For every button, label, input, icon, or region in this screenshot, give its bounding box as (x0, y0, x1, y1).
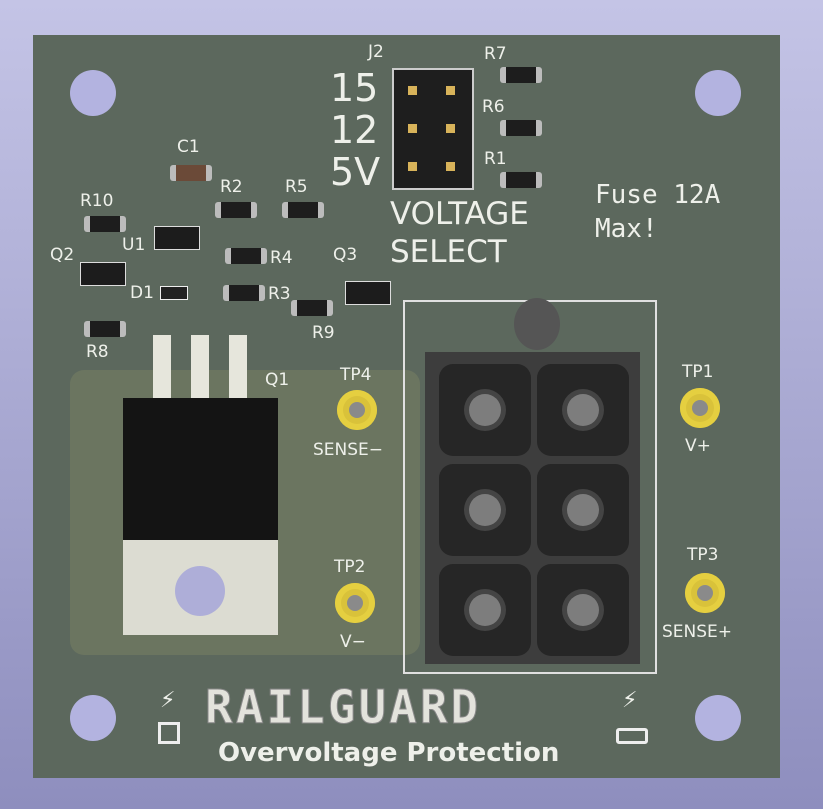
transistor-q2 (80, 262, 126, 286)
q1-lead (191, 335, 209, 410)
label-v-plus: V+ (685, 436, 711, 456)
label-sense-minus: SENSE− (313, 440, 384, 460)
mounting-hole (70, 695, 116, 741)
ref-tp1: TP1 (682, 362, 714, 382)
diode-d1 (160, 286, 188, 300)
test-point-tp2[interactable] (335, 583, 375, 623)
mounting-hole (695, 695, 741, 741)
chip-icon (158, 722, 180, 744)
ref-c1: C1 (177, 137, 200, 157)
ref-tp2: TP2 (334, 557, 366, 577)
ref-u1: U1 (122, 235, 146, 255)
label-v-minus: V− (340, 632, 366, 652)
resistor-r6 (500, 120, 542, 136)
ref-q3: Q3 (333, 245, 358, 265)
ref-q1: Q1 (265, 370, 290, 390)
test-point-tp1[interactable] (680, 388, 720, 428)
ref-d1: D1 (130, 283, 154, 303)
resistor-r2 (215, 202, 257, 218)
ref-r3: R3 (268, 284, 291, 304)
q1-lead (229, 335, 247, 410)
ref-r4: R4 (270, 248, 293, 268)
resistor-r9 (291, 300, 333, 316)
resistor-r10 (84, 216, 126, 232)
ic-u1 (154, 226, 200, 250)
test-point-tp4[interactable] (337, 390, 377, 430)
railguard-logo: RAILGUARD (204, 680, 482, 735)
jumper-label-15: 15 (330, 66, 379, 110)
fuse-note-line2: Max! (595, 214, 658, 244)
mounting-hole (695, 70, 741, 116)
logo-subtitle: Overvoltage Protection (218, 738, 560, 768)
joystick-icon (616, 728, 648, 744)
mosfet-q1-body (123, 398, 278, 540)
ref-r10: R10 (80, 191, 114, 211)
resistor-r5 (282, 202, 324, 218)
resistor-r7 (500, 67, 542, 83)
select-label: SELECT (390, 234, 507, 270)
ref-tp4: TP4 (340, 365, 372, 385)
ref-r5: R5 (285, 177, 308, 197)
fuse-note-line1: Fuse 12A (595, 180, 721, 210)
mosfet-q1-tab (123, 540, 278, 635)
lightning-icon: ⚡ (160, 688, 176, 713)
resistor-r1 (500, 172, 542, 188)
connector-latch (514, 298, 560, 350)
ref-r7: R7 (484, 44, 507, 64)
voltage-label: VOLTAGE (390, 196, 529, 232)
q1-lead (153, 335, 171, 410)
ref-j2: J2 (368, 42, 384, 62)
jumper-label-5v: 5V (330, 150, 381, 194)
ref-r8: R8 (86, 342, 109, 362)
transistor-q3 (345, 281, 391, 305)
ref-tp3: TP3 (687, 545, 719, 565)
test-point-tp3[interactable] (685, 573, 725, 613)
lightning-icon: ⚡ (622, 688, 638, 713)
ref-r9: R9 (312, 323, 335, 343)
resistor-r8 (84, 321, 126, 337)
jumper-label-12: 12 (330, 108, 379, 152)
ref-r1: R1 (484, 149, 507, 169)
power-connector[interactable] (425, 352, 640, 664)
resistor-r3 (223, 285, 265, 301)
mounting-hole (70, 70, 116, 116)
ref-r6: R6 (482, 97, 505, 117)
label-sense-plus: SENSE+ (662, 622, 733, 642)
capacitor-c1 (170, 165, 212, 181)
ref-r2: R2 (220, 177, 243, 197)
resistor-r4 (225, 248, 267, 264)
jumper-header-j2[interactable] (392, 68, 474, 190)
ref-q2: Q2 (50, 245, 75, 265)
